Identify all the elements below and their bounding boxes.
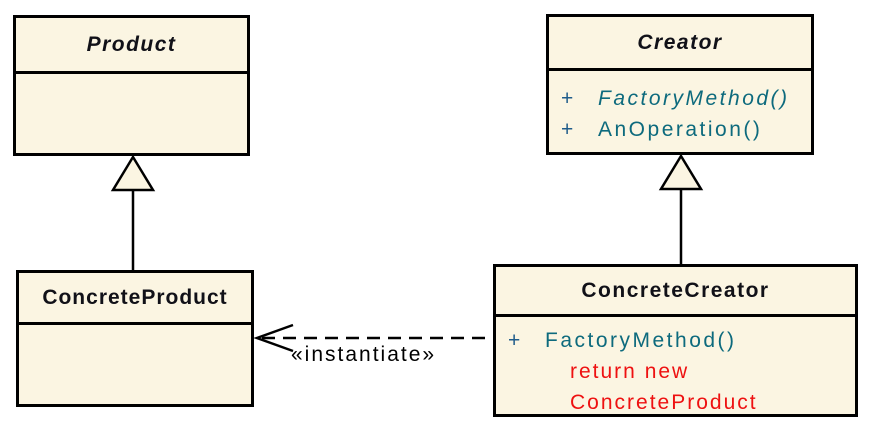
class-name: Creator <box>549 17 811 71</box>
method-signature: AnOperation() <box>598 117 763 141</box>
class-box-creator: Creator + FactoryMethod() + AnOperation(… <box>546 14 814 155</box>
visibility-symbol: + <box>508 328 521 352</box>
method-item: + AnOperation() <box>561 114 811 145</box>
instantiate-dependency <box>253 323 493 353</box>
class-box-product: Product <box>13 15 250 156</box>
instantiate-label: «instantiate» <box>291 343 437 366</box>
method-signature: FactoryMethod() <box>598 86 790 110</box>
class-members <box>16 74 247 83</box>
generalization-product <box>110 154 156 272</box>
code-note-line: return new <box>570 359 690 383</box>
hollow-triangle-arrowhead-icon <box>110 154 156 192</box>
class-name: Product <box>16 18 247 74</box>
visibility-symbol: + <box>561 86 574 110</box>
class-box-concrete-creator: ConcreteCreator + FactoryMethod() return… <box>493 264 858 417</box>
visibility-symbol: + <box>561 117 574 141</box>
class-members: + FactoryMethod() return new ConcretePro… <box>496 317 855 418</box>
class-members: + FactoryMethod() + AnOperation() <box>549 71 811 145</box>
method-signature: FactoryMethod() <box>545 328 737 352</box>
method-item: + FactoryMethod() <box>508 325 855 356</box>
open-arrowhead-icon <box>253 323 294 353</box>
generalization-creator <box>658 153 704 266</box>
hollow-triangle-arrowhead-icon <box>658 153 704 191</box>
code-note-line: ConcreteProduct <box>570 390 758 414</box>
class-name: ConcreteCreator <box>496 267 855 317</box>
class-members <box>19 325 251 334</box>
class-name: ConcreteProduct <box>19 273 251 325</box>
class-box-concrete-product: ConcreteProduct <box>16 270 254 407</box>
method-item: + FactoryMethod() <box>561 83 811 114</box>
